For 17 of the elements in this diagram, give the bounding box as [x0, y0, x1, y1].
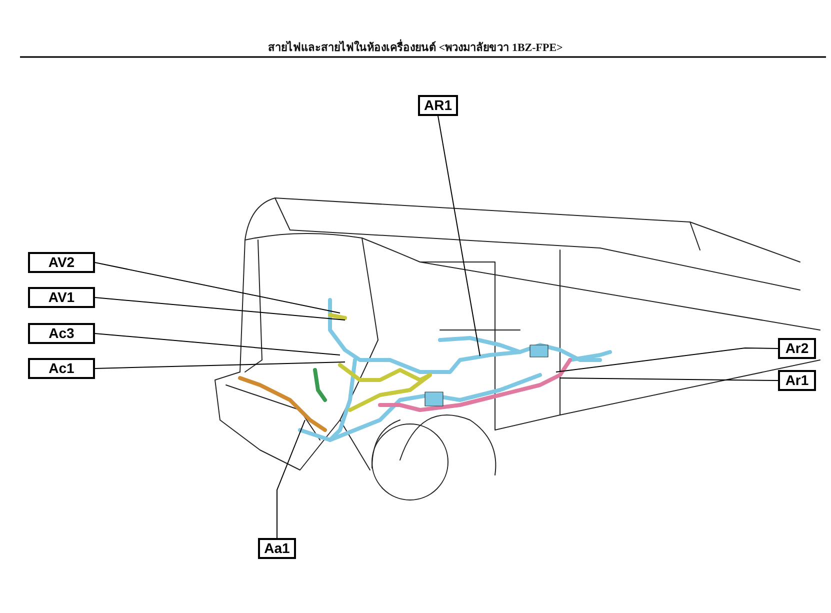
callout-label: Ac1 — [28, 358, 95, 379]
leader-line — [438, 116, 480, 356]
diagram-title: สายไฟและสายไฟในห้องเครื่องยนต์ <พวงมาลัยขวา 1BZ-FPE> — [0, 38, 831, 56]
callout-label: Ac3 — [28, 323, 95, 344]
callout-label: Ar1 — [778, 370, 816, 391]
leader-line — [94, 262, 340, 314]
callout-label: AV1 — [28, 287, 95, 308]
leader-line — [94, 297, 346, 320]
callout-label: AV2 — [28, 252, 95, 273]
leader-line — [560, 378, 778, 381]
leader-line — [556, 348, 778, 372]
leader-line — [276, 420, 306, 538]
leader-line — [94, 333, 340, 356]
callout-label: Ar2 — [778, 338, 816, 359]
callout-label: AR1 — [418, 95, 458, 116]
leader-line — [94, 362, 346, 369]
callout-label: Aa1 — [258, 538, 296, 559]
